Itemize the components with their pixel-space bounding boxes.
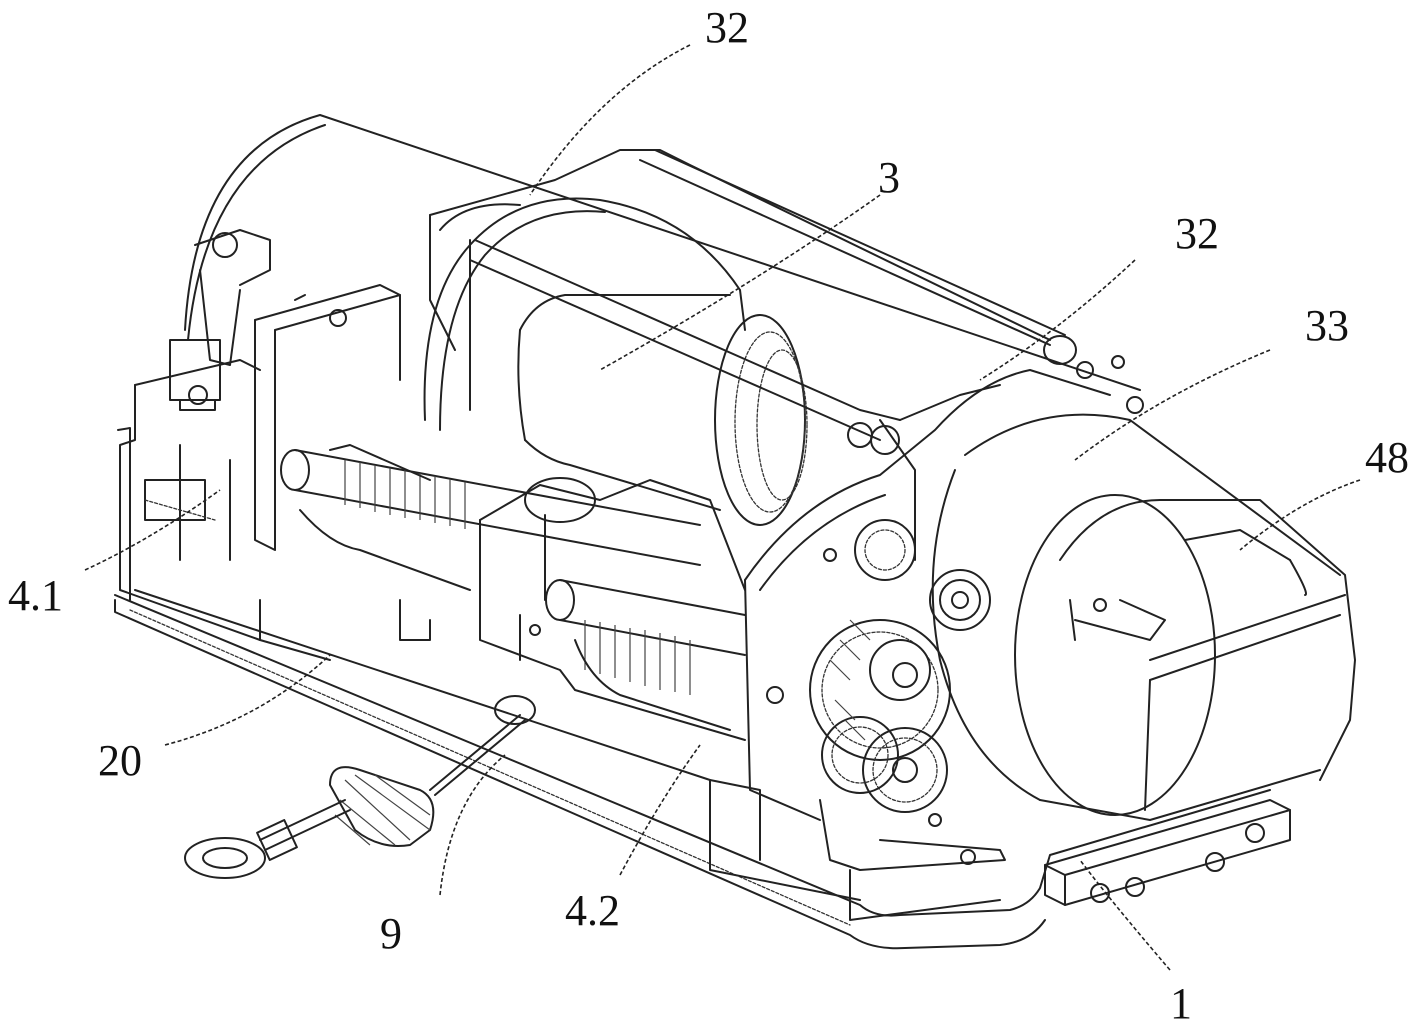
label-32-top: 32 xyxy=(705,3,749,52)
right-side-plate xyxy=(745,370,1110,820)
top-frame xyxy=(185,115,1140,390)
motor-housing xyxy=(933,415,1355,820)
label-20: 20 xyxy=(98,736,142,785)
leader-3 xyxy=(600,195,880,370)
leader-1 xyxy=(1080,860,1170,970)
label-48: 48 xyxy=(1365,433,1409,482)
leader-9 xyxy=(440,755,505,895)
label-9: 9 xyxy=(380,909,402,958)
leader-33 xyxy=(1075,350,1270,460)
carriage-block xyxy=(480,478,745,740)
label-4.2: 4.2 xyxy=(565,886,620,935)
label-4.1: 4.1 xyxy=(8,571,63,620)
left-frame-block xyxy=(118,360,330,660)
leader-20 xyxy=(165,655,330,745)
hand-crank xyxy=(185,696,535,878)
drum-flange xyxy=(425,198,745,430)
label-1: 1 xyxy=(1170,979,1192,1028)
base-beam xyxy=(135,590,1005,920)
label-3: 3 xyxy=(878,153,900,202)
lead-screw-upper xyxy=(281,445,700,590)
reference-numerals: 32 3 32 33 48 4.1 20 9 4.2 1 xyxy=(8,3,1409,1028)
left-upright-post xyxy=(255,285,400,550)
lead-screw-lower xyxy=(546,580,745,730)
gear-train xyxy=(767,520,990,826)
label-32-right: 32 xyxy=(1175,209,1219,258)
drum xyxy=(470,240,900,525)
label-33: 33 xyxy=(1305,301,1349,350)
